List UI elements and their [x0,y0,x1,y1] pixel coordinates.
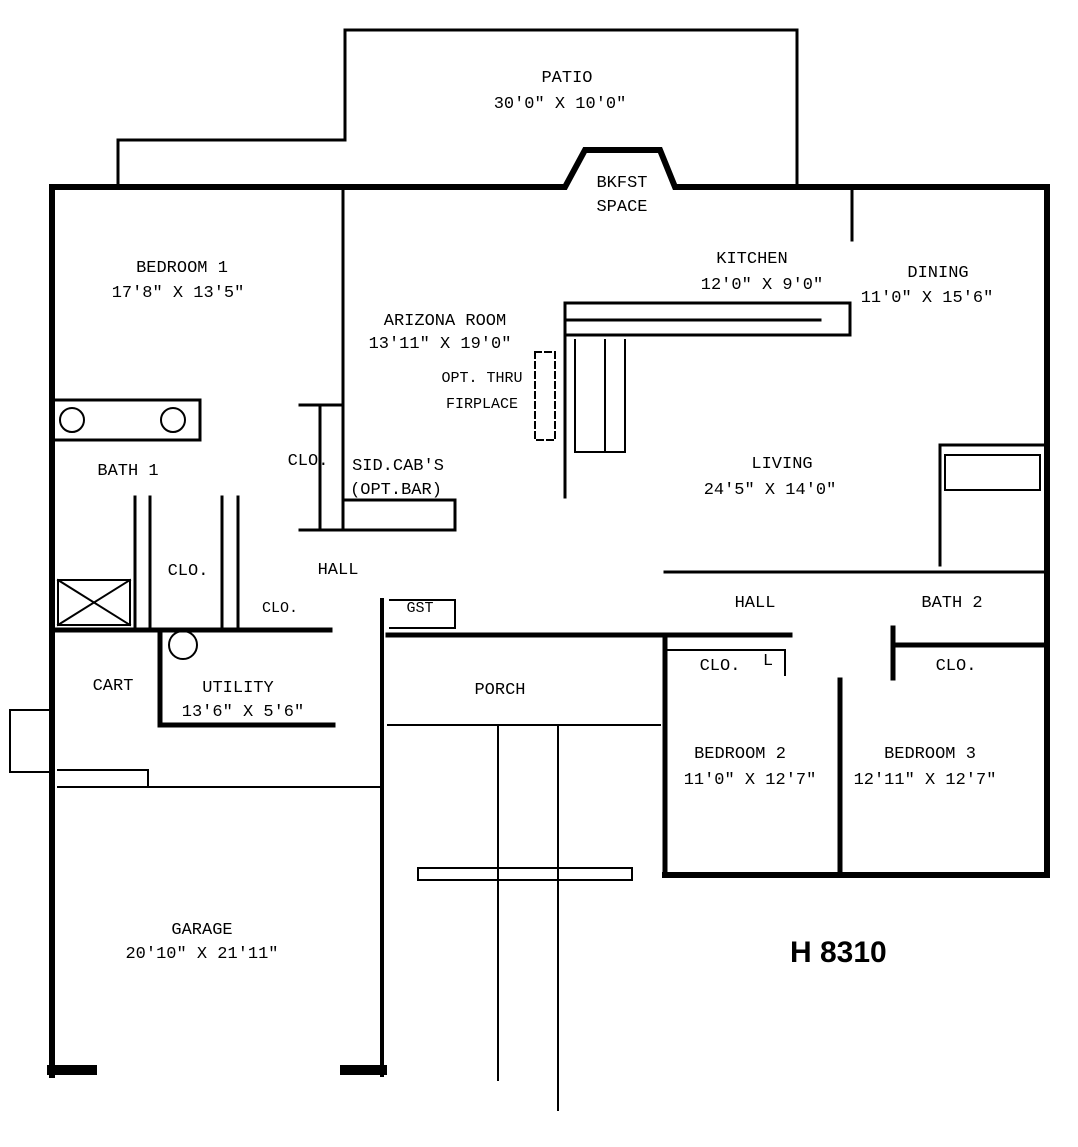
patio-size: 30'0" X 10'0" [494,95,627,114]
porch-label: PORCH [474,681,525,700]
bath2-label: BATH 2 [921,594,982,613]
living-size: 24'5" X 14'0" [704,481,837,500]
arizona-room-size: 13'11" X 19'0" [369,335,512,354]
bath1-label: BATH 1 [97,462,158,481]
closet-bed1-label: CLO. [288,452,329,471]
closet-bed3-label: CLO. [936,657,977,676]
patio-label: PATIO [541,69,592,88]
bedroom3-label: BEDROOM 3 [884,745,976,764]
hall-right-label: HALL [735,594,776,613]
bedroom2-size: 11'0" X 12'7" [684,771,817,790]
garage-size: 20'10" X 21'11" [125,945,278,964]
cart-label: CART [93,677,134,696]
bedroom3-size: 12'11" X 12'7" [854,771,997,790]
utility-label: UTILITY [202,679,273,698]
kitchen-label: KITCHEN [716,250,787,269]
utility-size: 13'6" X 5'6" [182,703,304,722]
closet-bed2-label: CLO. [700,657,741,676]
bedroom1-label: BEDROOM 1 [136,259,228,278]
arizona-room-label: ARIZONA ROOM [384,312,506,331]
fireplace-label: OPT. THRU [441,370,522,387]
closet-hall-label: CLO. [262,600,298,617]
side-cabinets-label: SID.CAB'S [352,457,444,476]
dining-size: 11'0" X 15'6" [861,289,994,308]
living-label: LIVING [751,455,812,474]
dining-label: DINING [907,264,968,283]
walls [9,28,1050,1111]
plan-code: H 8310 [790,936,887,969]
bkfst-label-2: SPACE [596,198,647,217]
bkfst-label: BKFST [596,174,647,193]
fireplace-label-2: FIRPLACE [446,396,518,413]
bedroom2-label: BEDROOM 2 [694,745,786,764]
closet-bath1-label: CLO. [168,562,209,581]
kitchen-size: 12'0" X 9'0" [701,276,823,295]
linen-label: L [763,652,773,671]
hall-left-label: HALL [318,561,359,580]
room-labels: PATIO 30'0" X 10'0" BKFST SPACE BEDROOM … [93,69,997,969]
guest-closet-label: GST [406,600,433,617]
garage-label: GARAGE [171,921,232,940]
bedroom1-size: 17'8" X 13'5" [112,284,245,303]
side-cabinets-label-2: (OPT.BAR) [350,481,442,500]
